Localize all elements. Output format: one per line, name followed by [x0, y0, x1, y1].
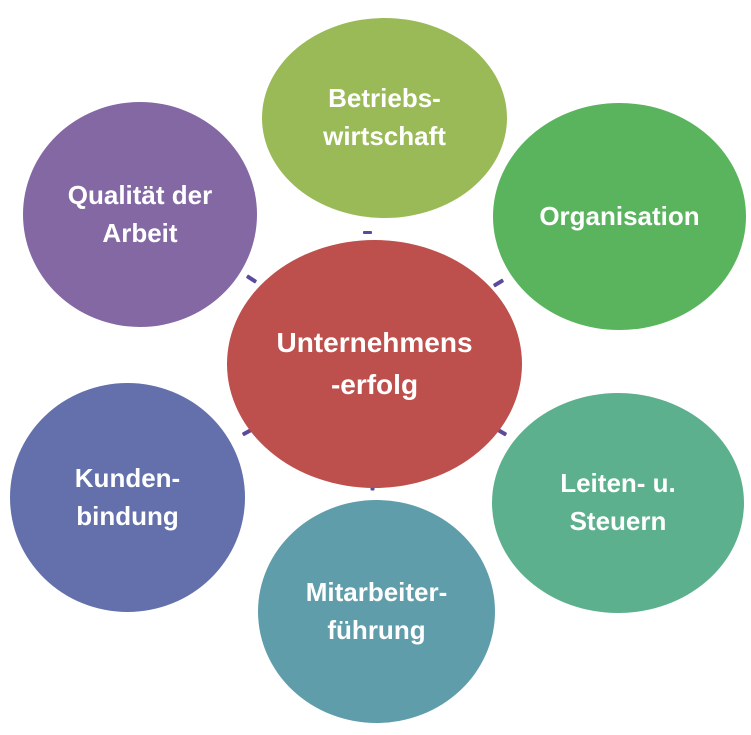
circle-organisation: Organisation [493, 103, 746, 330]
circle-qualitaet-der-arbeit: Qualität der Arbeit [23, 102, 257, 327]
circle-unternehmenserfolg: Unternehmens -erfolg [227, 240, 522, 488]
circle-mitarbeiterfuehrung: Mitarbeiter- führung [258, 500, 495, 723]
connector-dash-qualitaet [245, 274, 258, 284]
circle-label-organisation: Organisation [539, 200, 700, 231]
circle-label-qualitaet-der-arbeit: Qualität der Arbeit [67, 179, 213, 248]
connector-dash-organisation [492, 278, 505, 288]
circle-kundenbindung: Kunden- bindung [10, 383, 245, 612]
circle-label-unternehmenserfolg: Unternehmens -erfolg [276, 327, 473, 400]
circle-leiten-steuern: Leiten- u. Steuern [492, 393, 744, 613]
circle-label-mitarbeiterfuehrung: Mitarbeiter- führung [305, 576, 448, 645]
circle-betriebswirtschaft: Betriebs- wirtschaft [262, 18, 507, 218]
connector-dash-betriebs [363, 231, 372, 234]
circle-label-leiten-steuern: Leiten- u. Steuern [560, 468, 676, 536]
circle-label-betriebswirtschaft: Betriebs- wirtschaft [323, 83, 446, 151]
circle-label-kundenbindung: Kunden- bindung [74, 462, 181, 531]
